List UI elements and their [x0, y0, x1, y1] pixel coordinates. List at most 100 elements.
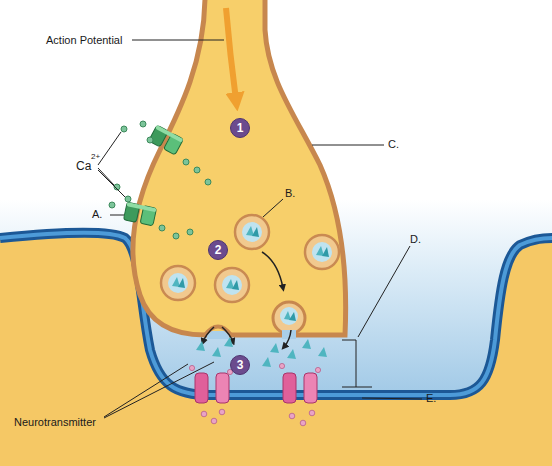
synaptic-vesicle: [235, 215, 269, 249]
ion: [189, 363, 320, 425]
callout-number: 3: [237, 359, 244, 371]
leader-line: [110, 215, 124, 216]
synaptic-vesicle: [222, 275, 242, 295]
synaptic-vesicle: [226, 279, 234, 289]
callout-number: 2: [215, 244, 222, 256]
synaptic-vesicle: [215, 268, 249, 302]
neurotransmitter: [212, 347, 221, 357]
neurotransmitter: [302, 339, 311, 349]
callout-circle: 1: [230, 118, 250, 138]
part-label: B.: [285, 188, 295, 199]
leader-line: [132, 40, 224, 41]
part-label: 2+: [91, 153, 100, 161]
neurotransmitter: [318, 347, 327, 357]
synaptic-vesicle: [252, 227, 259, 237]
synaptic-vesicle: [246, 226, 254, 236]
leader-line: [98, 170, 125, 197]
part-label: Action Potential: [46, 35, 122, 46]
neurotransmitter: [270, 343, 279, 353]
synaptic-vesicle: [161, 266, 195, 300]
synaptic-vesicle: [305, 235, 339, 269]
neurotransmitter: [196, 337, 327, 367]
synaptic-vesicle: [172, 277, 180, 287]
calcium-ion: [121, 126, 127, 132]
synaptic-vesicle: [242, 222, 262, 242]
ion: [219, 409, 225, 415]
calcium-ion: [109, 121, 211, 239]
axon-terminal: [133, 0, 346, 335]
leader-line: [356, 387, 372, 388]
synaptic-vesicle: [235, 215, 269, 249]
part-label: Ca: [76, 160, 91, 172]
calcium-ion: [147, 137, 153, 143]
part-label: Neurotransmitter: [14, 417, 96, 428]
fusing-vesicle: [289, 312, 296, 321]
calcium-ion: [159, 225, 165, 231]
calcium-channel: [149, 125, 184, 155]
ion: [315, 367, 320, 372]
leader-line: [358, 246, 410, 337]
part-label: C.: [388, 139, 399, 150]
ion: [201, 411, 207, 417]
ion: [309, 410, 315, 416]
calcium-ion: [183, 159, 189, 165]
release-arrow: [203, 327, 214, 342]
synaptic-vesicle: [232, 280, 239, 290]
synaptic-vesicle: [168, 273, 188, 293]
synaptic-vesicle: [215, 268, 249, 302]
leader-line: [98, 40, 422, 418]
calcium-channel: [155, 125, 183, 143]
release-arrow: [284, 330, 291, 347]
neurotransmitter: [224, 337, 233, 347]
ion: [189, 365, 194, 370]
postsynaptic-cell: [0, 233, 552, 466]
leader-line: [98, 168, 114, 185]
receptor-channel: [195, 373, 208, 403]
leader-line: [104, 362, 214, 418]
part-label: D.: [410, 234, 421, 245]
ion: [300, 420, 306, 426]
leader-line: [98, 132, 121, 165]
leader-line: [312, 145, 384, 146]
fusing-vesicle: [273, 302, 305, 334]
callout-number: 1: [237, 122, 244, 134]
neurotransmitter: [287, 349, 296, 359]
callout-circle: 2: [208, 240, 228, 260]
receptor-channel: [283, 373, 296, 403]
calcium-ion: [125, 196, 131, 202]
ion: [289, 413, 295, 419]
receptor-channel: [304, 373, 317, 403]
receptor-channel: [283, 373, 317, 403]
part-label: A.: [92, 209, 102, 220]
part-label: E.: [426, 393, 436, 404]
calcium-ion: [194, 167, 200, 173]
release-arrow: [222, 327, 233, 342]
leader-line: [104, 364, 188, 417]
neurotransmitter: [262, 357, 271, 367]
fusing-vesicle: [280, 307, 298, 325]
leader-line: [362, 398, 422, 399]
synaptic-vesicle: [178, 278, 185, 288]
receptor-channel: [216, 373, 229, 403]
calcium-ion: [140, 121, 146, 127]
ion: [279, 363, 284, 368]
leader-line: [342, 340, 356, 387]
calcium-ion: [109, 202, 115, 208]
movement-arrow: [262, 252, 283, 288]
release-opening: [205, 327, 231, 336]
neurotransmitter: [196, 341, 205, 351]
synaptic-vesicle: [312, 242, 332, 262]
synaptic-vesicle: [316, 246, 324, 256]
ion: [211, 418, 217, 424]
leader-line: [263, 199, 283, 217]
callout-circle: 3: [230, 355, 250, 375]
synaptic-vesicle: [161, 266, 195, 300]
synaptic-vesicle: [305, 235, 339, 269]
receptor-channel: [195, 373, 229, 403]
fusing-vesicle: [273, 302, 305, 334]
